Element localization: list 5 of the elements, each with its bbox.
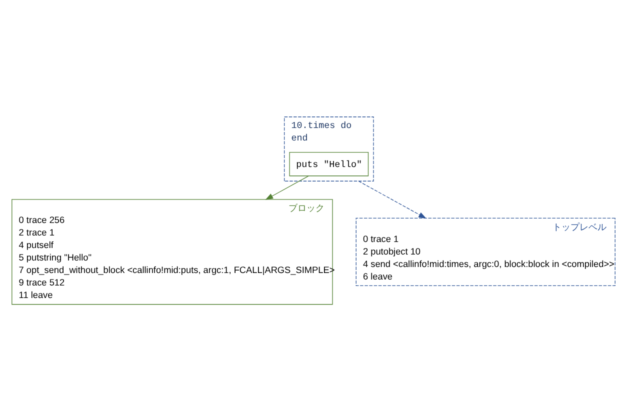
node-box: puts "Hello" [289, 152, 369, 176]
arrow [265, 176, 309, 200]
arrow [358, 180, 426, 219]
node-box: トップレベル 0 trace 1 2 putobject 10 4 send <callinfo!mid:times, argc:0, block:block in <compiled>> 6 leave [356, 218, 616, 286]
node-box: ブロック 0 trace 256 2 trace 1 4 putself 5 putstring "Hello" 7 opt_send_without_block <callinfo!mid:puts, argc:1, FCALL|ARGS_SIMPLE> 9 trace 512 11 leave [12, 199, 333, 305]
